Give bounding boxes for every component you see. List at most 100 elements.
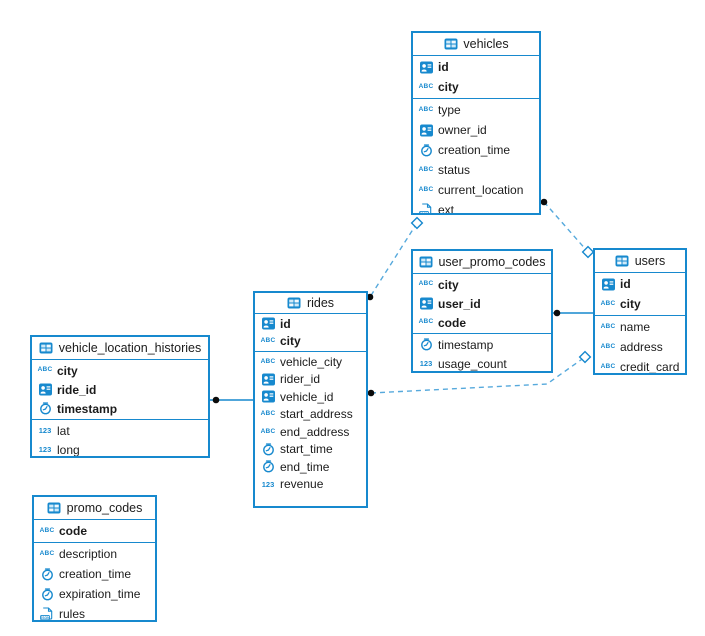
column-name: usage_count — [438, 356, 507, 371]
table-title: promo_codes — [66, 501, 143, 515]
table-header[interactable]: users — [595, 250, 685, 272]
cardinality-dot-icon — [540, 198, 548, 206]
string-type-icon: ABC — [418, 165, 434, 173]
string-type-icon: ABC — [39, 550, 55, 558]
string-type-icon: ABC — [418, 281, 434, 288]
id-card-icon — [37, 383, 53, 396]
column-name: lat — [57, 423, 70, 438]
column-row[interactable]: rider_id — [255, 371, 366, 389]
column-row[interactable]: id — [255, 315, 366, 333]
relationship-user_promo_codes-users[interactable] — [553, 309, 593, 317]
string-type-icon: ABC — [418, 318, 434, 326]
column-row[interactable]: vehicle_id — [255, 388, 366, 406]
column-row[interactable]: end_time — [255, 458, 366, 476]
relationship-line[interactable] — [370, 356, 586, 394]
string-type-icon: ABC — [418, 105, 434, 113]
column-name: start_time — [280, 442, 333, 457]
table-header[interactable]: promo_codes — [34, 497, 155, 519]
string-type-icon: ABC — [260, 428, 276, 436]
column-name: status — [438, 163, 471, 177]
table-icon — [443, 38, 458, 50]
column-row[interactable]: creation_time — [413, 140, 539, 160]
string-type-icon: ABC — [600, 322, 616, 330]
column-row[interactable]: ride_id — [32, 380, 208, 399]
string-type-icon: ABC — [260, 337, 276, 345]
column-row[interactable]: expiration_time — [34, 584, 155, 604]
id-card-icon — [418, 124, 434, 137]
table-title: vehicles — [463, 37, 509, 51]
column-name: ride_id — [57, 382, 97, 397]
table-header[interactable]: user_promo_codes — [413, 251, 551, 273]
column-row[interactable]: id — [595, 274, 685, 294]
relationship-vehicles-users[interactable] — [540, 198, 595, 259]
id-card-icon — [260, 317, 276, 330]
column-name: end_time — [280, 459, 330, 474]
id-card-icon — [260, 373, 276, 386]
column-name: ext — [438, 203, 455, 215]
string-type-icon: ABC — [600, 343, 616, 351]
relationship-line[interactable] — [543, 201, 589, 253]
string-type-icon: ABC — [418, 105, 434, 114]
table-header[interactable]: vehicles — [413, 33, 539, 55]
column-name: long — [57, 442, 80, 457]
number-type-icon: 123 — [38, 425, 52, 435]
string-type-icon: ABC — [37, 366, 53, 374]
table-header[interactable]: vehicle_location_histories — [32, 337, 208, 359]
column-row[interactable]: timestamp — [413, 335, 551, 354]
relationship-rides-users[interactable] — [367, 350, 592, 397]
column-row[interactable]: 123 lat — [32, 421, 208, 440]
number-type-icon: 123 — [37, 446, 53, 454]
relationship-vehicles-rides[interactable] — [366, 216, 424, 301]
column-name: creation_time — [59, 567, 132, 581]
string-type-icon: ABC — [260, 410, 276, 418]
relationship-line[interactable] — [369, 222, 418, 298]
column-row[interactable]: ABC description — [34, 544, 155, 564]
column-row[interactable]: user_id — [413, 294, 551, 313]
column-row[interactable]: start_time — [255, 441, 366, 459]
column-row[interactable]: ABC status — [413, 160, 539, 180]
table-header[interactable]: rides — [255, 293, 366, 313]
column-row[interactable]: creation_time — [34, 564, 155, 584]
column-row[interactable]: owner_id — [413, 120, 539, 140]
relationship-vehicle_location_histories-rides[interactable] — [210, 396, 253, 404]
number-type-icon: 123 — [260, 480, 276, 489]
timestamp-type-icon — [418, 143, 434, 157]
column-name: description — [59, 547, 118, 561]
string-type-icon: ABC — [418, 185, 434, 193]
id-card-icon — [418, 61, 434, 74]
column-row[interactable]: 123 long — [32, 440, 208, 457]
column-name: id — [620, 277, 631, 291]
column-row[interactable]: id — [413, 57, 539, 77]
column-row[interactable]: timestamp — [32, 399, 208, 418]
